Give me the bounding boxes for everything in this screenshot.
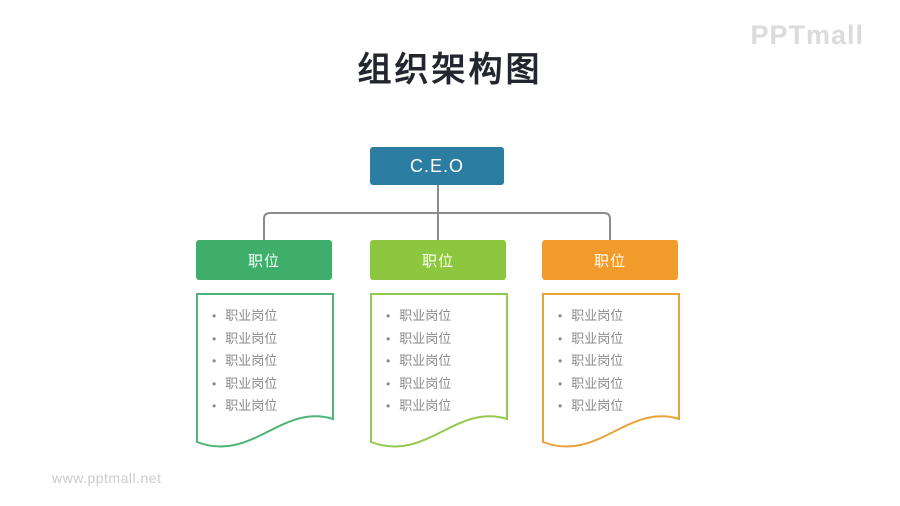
- bullet-icon: •: [212, 309, 217, 323]
- bullet-icon: •: [212, 399, 217, 413]
- list-item: •职业岗位: [558, 330, 624, 346]
- pptmall-logo: PPTmall: [750, 20, 864, 50]
- wave-panel-shape: [542, 293, 680, 448]
- org-root-node-ceo: C.E.O: [370, 147, 504, 185]
- list-item: •职业岗位: [558, 375, 624, 391]
- list-item: •职业岗位: [212, 308, 278, 323]
- org-branch-panel-2: •职业岗位 •职业岗位 •职业岗位 •职业岗位 •职业岗位: [370, 293, 508, 457]
- list-item: •职业岗位: [212, 330, 278, 346]
- list-item: •职业岗位: [558, 398, 624, 413]
- bullet-icon: •: [212, 376, 217, 391]
- list-item: •职业岗位: [558, 308, 624, 323]
- wave-panel-shape: [370, 293, 508, 448]
- bullet-icon: •: [558, 354, 563, 368]
- org-branch-panel-1: •职业岗位 •职业岗位 •职业岗位 •职业岗位 •职业岗位: [196, 293, 334, 457]
- bullet-icon: •: [212, 331, 217, 346]
- list-item: •职业岗位: [386, 330, 452, 346]
- connector-path: [263, 185, 611, 240]
- bullet-icon: •: [558, 376, 563, 391]
- list-item: •职业岗位: [386, 308, 452, 323]
- org-branch-node-1: 职位: [196, 240, 332, 280]
- list-item: •职业岗位: [212, 375, 278, 391]
- list-item: •职业岗位: [212, 398, 278, 413]
- list-item: •职业岗位: [212, 353, 278, 368]
- list-item: •职业岗位: [386, 375, 452, 391]
- bullet-icon: •: [558, 309, 563, 323]
- bullet-icon: •: [386, 376, 391, 391]
- bullet-icon: •: [386, 309, 391, 323]
- list-item: •职业岗位: [386, 398, 452, 413]
- bullet-icon: •: [212, 354, 217, 368]
- bullet-icon: •: [386, 399, 391, 413]
- org-branch-panel-3: •职业岗位 •职业岗位 •职业岗位 •职业岗位 •职业岗位: [542, 293, 680, 457]
- wave-panel-shape: [196, 293, 334, 448]
- org-branch-node-3: 职位: [542, 240, 678, 280]
- org-connector-lines: [263, 185, 611, 240]
- list-item: •职业岗位: [558, 353, 624, 368]
- bullet-icon: •: [558, 399, 563, 413]
- job-list: •职业岗位 •职业岗位 •职业岗位 •职业岗位 •职业岗位: [386, 305, 502, 418]
- watermark-url: www.pptmall.net: [52, 470, 162, 486]
- bullet-icon: •: [386, 354, 391, 368]
- bullet-icon: •: [558, 331, 563, 346]
- slide-title: 组织架构图: [357, 51, 543, 89]
- job-list: •职业岗位 •职业岗位 •职业岗位 •职业岗位 •职业岗位: [558, 305, 674, 418]
- list-item: •职业岗位: [386, 353, 452, 368]
- job-list: •职业岗位 •职业岗位 •职业岗位 •职业岗位 •职业岗位: [212, 305, 328, 418]
- org-branch-node-2: 职位: [370, 240, 506, 280]
- bullet-icon: •: [386, 331, 391, 346]
